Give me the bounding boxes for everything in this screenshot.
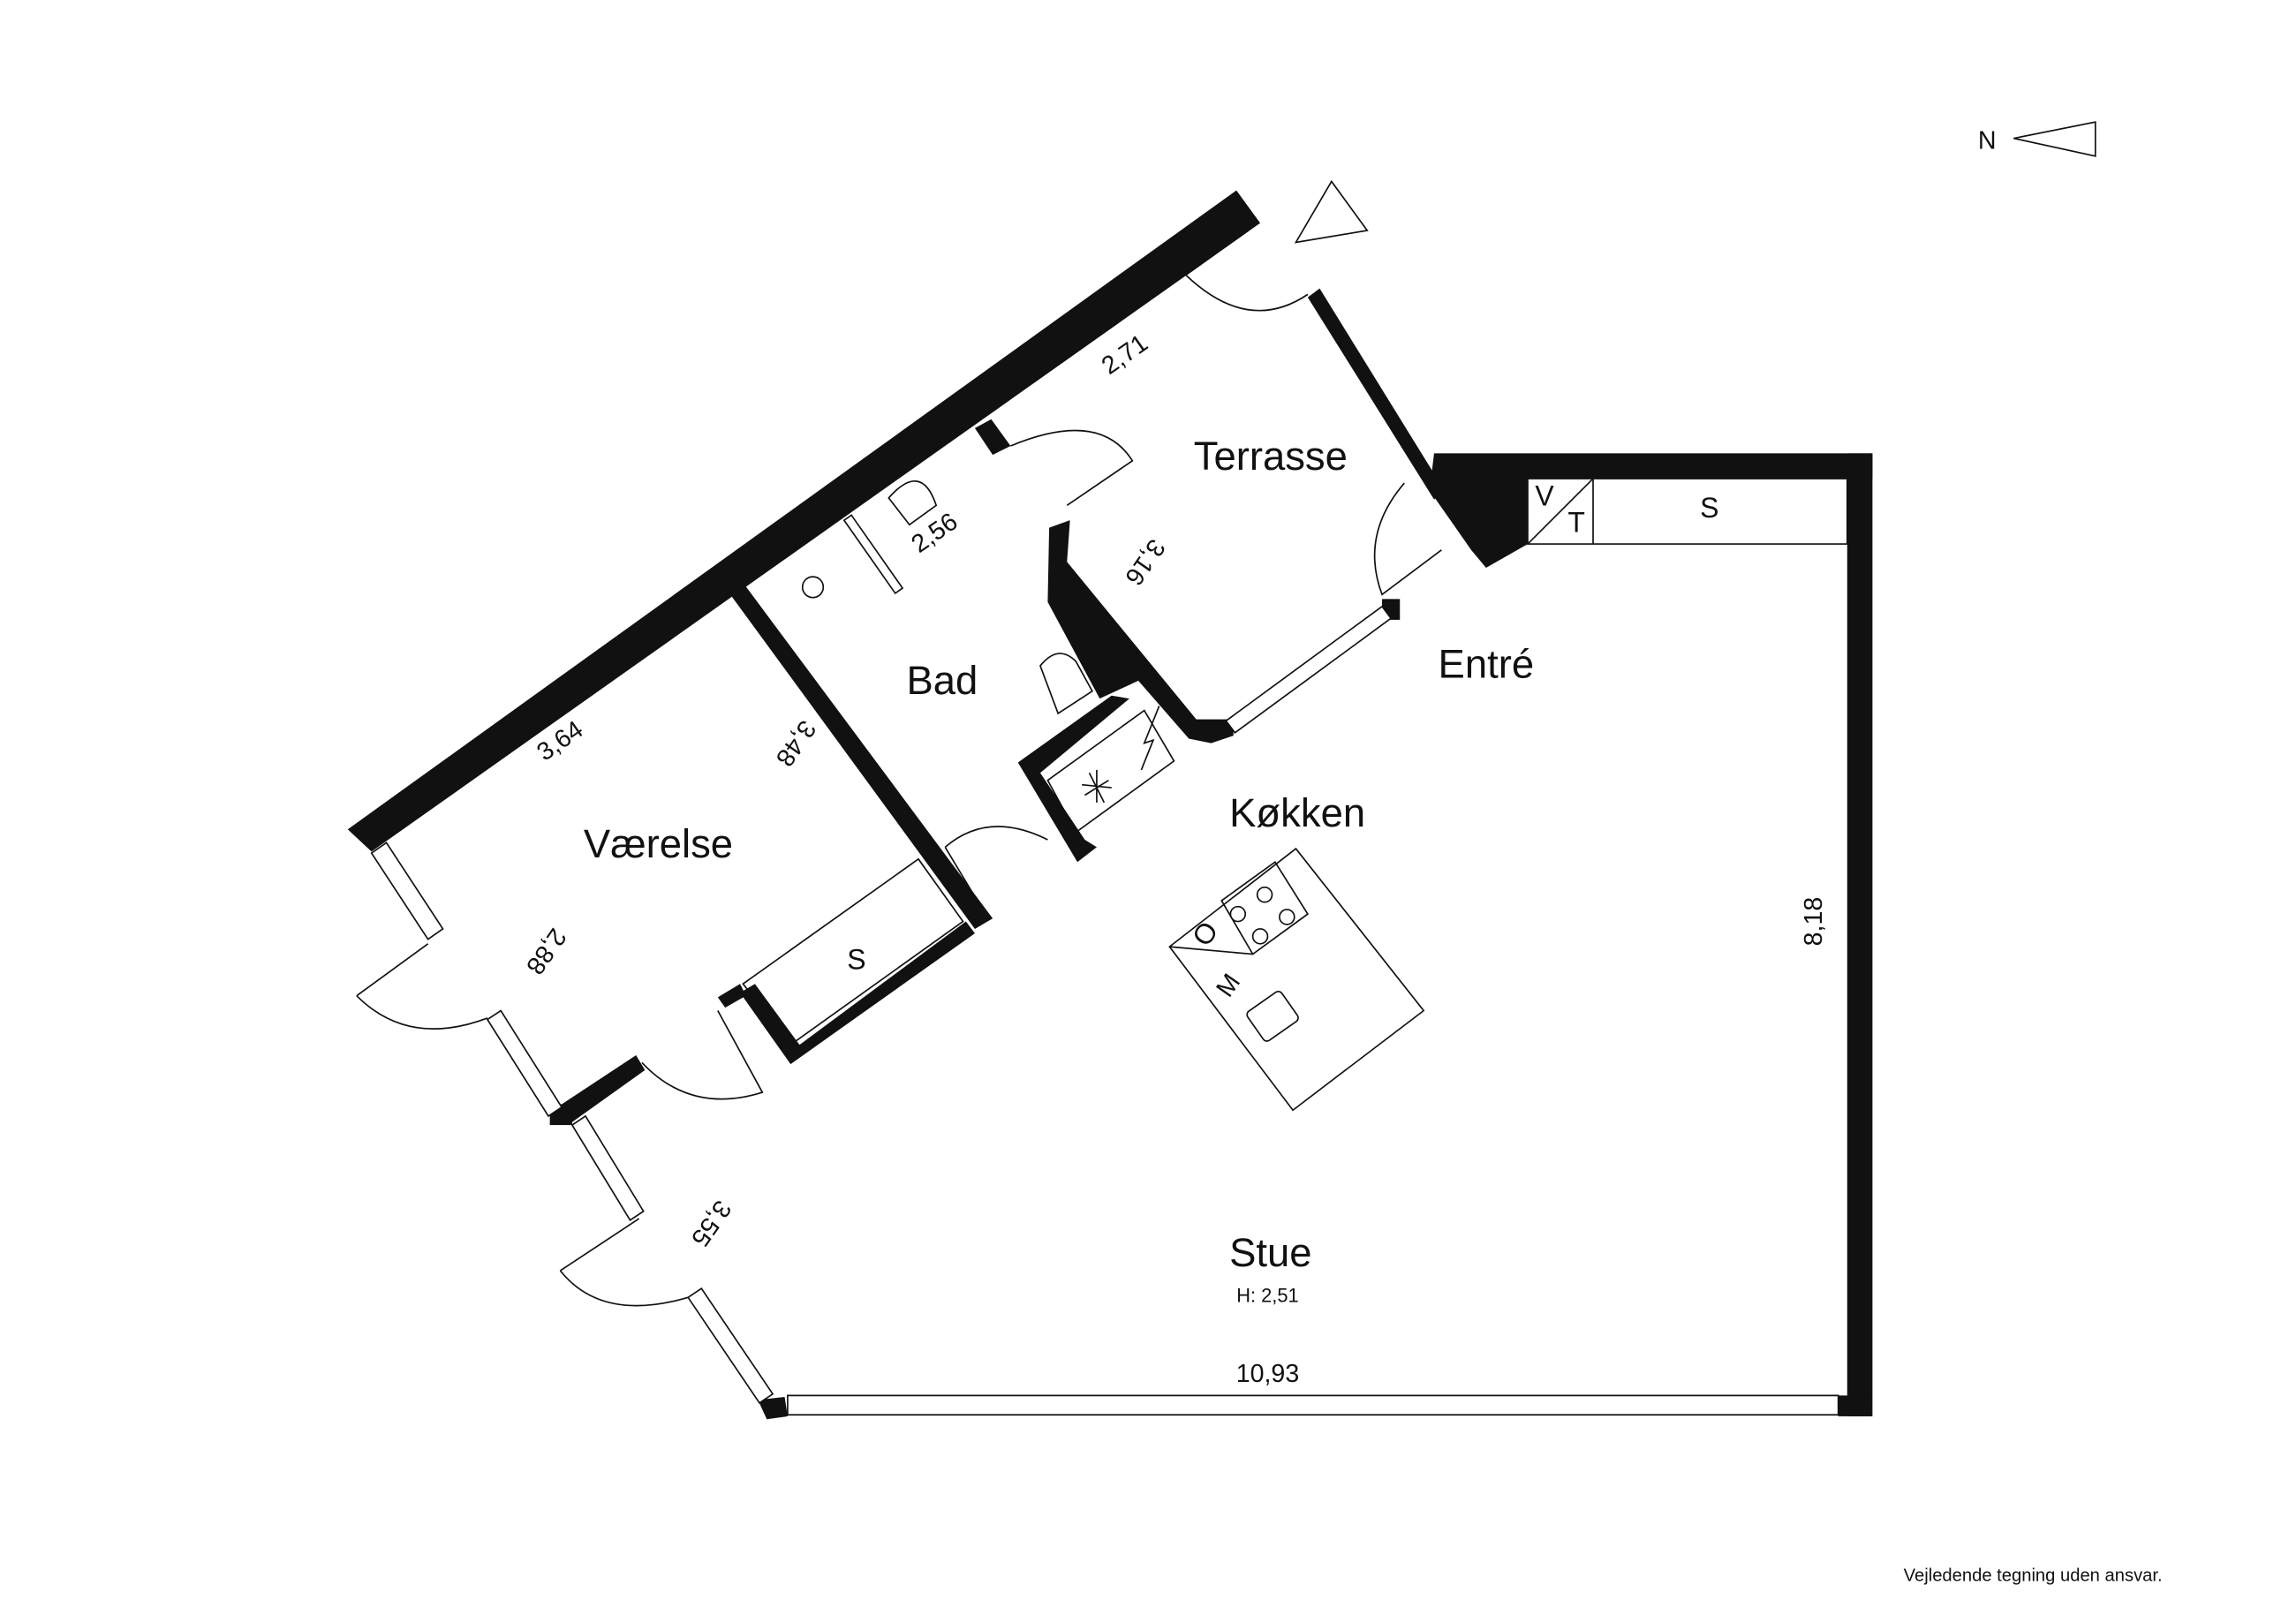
room-terrasse: Terrasse (1194, 434, 1348, 479)
room-stue: Stue (1229, 1230, 1311, 1275)
room-vaerelse: Værelse (584, 821, 733, 866)
wall-bad-stub (974, 419, 1011, 456)
oven-label: O (1186, 916, 1225, 952)
closet-entre (1527, 478, 1848, 545)
window-stue-west2 (686, 1287, 774, 1404)
island-sink-icon (1246, 990, 1299, 1042)
disclaimer: Vejledende tegning uden ansvar. (1904, 1566, 2163, 1586)
electric-icon (1140, 706, 1160, 771)
doors (356, 230, 1442, 1307)
closet-label-vaerelse: S (847, 943, 865, 975)
door-terrasse-north (1185, 230, 1309, 312)
burner-icon (1229, 905, 1247, 923)
wall-stue-corner-se (1838, 1395, 1871, 1416)
dim-terrasse-side: 3,16 (1119, 533, 1170, 590)
closet-label-entre: S (1700, 492, 1718, 524)
north-label: N (1978, 126, 1997, 155)
north-indicator: N (1978, 121, 2096, 157)
door-bad (1010, 429, 1134, 507)
door-vaerelse-south (641, 1010, 764, 1100)
dim-vaerelse-side: 2,88 (520, 923, 571, 979)
closet-vaerelse (742, 857, 964, 1046)
wall-vaerelse-south (557, 1054, 646, 1122)
wall-closet-stub (717, 984, 746, 1008)
island-divider (1169, 946, 1253, 955)
window-vaerelse-west (370, 842, 444, 940)
burner-icon (1256, 886, 1273, 903)
windows (370, 605, 1839, 1416)
burner-icon (1279, 909, 1295, 925)
door-terrasse-east (1373, 482, 1442, 596)
burner-icon (1251, 928, 1269, 945)
wall-stue-corner (1429, 453, 1873, 569)
entrance-triangle-icon (1294, 179, 1369, 244)
wall-closet (740, 921, 975, 1065)
kitchen-island (1168, 847, 1425, 1112)
heating-icon (1082, 769, 1112, 804)
north-arrow-icon (2013, 121, 2096, 157)
wall-bad-terrasse (1047, 520, 1234, 744)
door-stue-west (559, 1218, 689, 1307)
wall-northwest (347, 190, 1261, 852)
window-vaerelse-south2 (486, 1009, 563, 1118)
room-kokken: Køkken (1229, 790, 1365, 835)
ventilation-label: V (1535, 479, 1554, 511)
dim-bad-long: 2,56 (906, 508, 963, 559)
closet-diagonal (1527, 478, 1594, 545)
window-entre (1225, 605, 1393, 734)
dim-stue-width: 10,93 (1236, 1360, 1300, 1388)
window-stue-west (570, 1114, 645, 1221)
window-stue-south (787, 1394, 1839, 1416)
dim-stue-depth: 8,18 (1800, 897, 1828, 947)
shower-icon (801, 576, 825, 599)
sink-icon (887, 480, 938, 526)
dim-terrasse-long: 2,71 (1097, 329, 1153, 381)
microwave-label: M (1211, 969, 1246, 1002)
fixtures (742, 478, 1848, 1112)
door-vaerelse-west (356, 943, 488, 1030)
wall-stue-corner-sw (758, 1397, 788, 1420)
room-bad: Bad (907, 658, 978, 703)
wall-stue-east (1847, 453, 1873, 1416)
technical-cupboard (1046, 709, 1175, 834)
room-entre: Entré (1439, 642, 1535, 687)
tumbler-label: T (1567, 507, 1585, 539)
door-bad-kitchen (944, 826, 1048, 908)
shower-screen (842, 514, 904, 595)
cooktop (1220, 861, 1310, 955)
toilet-icon (1039, 653, 1094, 715)
dim-stue-side: 3,55 (685, 1195, 736, 1251)
dim-vaerelse-short: 3,48 (770, 715, 821, 772)
wall-terrasse-east (1307, 288, 1445, 500)
wall-vaerelse-bad (728, 582, 993, 929)
ceiling-height: H: 2,51 (1236, 1284, 1298, 1306)
wall-kitchen-niche (1017, 695, 1129, 863)
